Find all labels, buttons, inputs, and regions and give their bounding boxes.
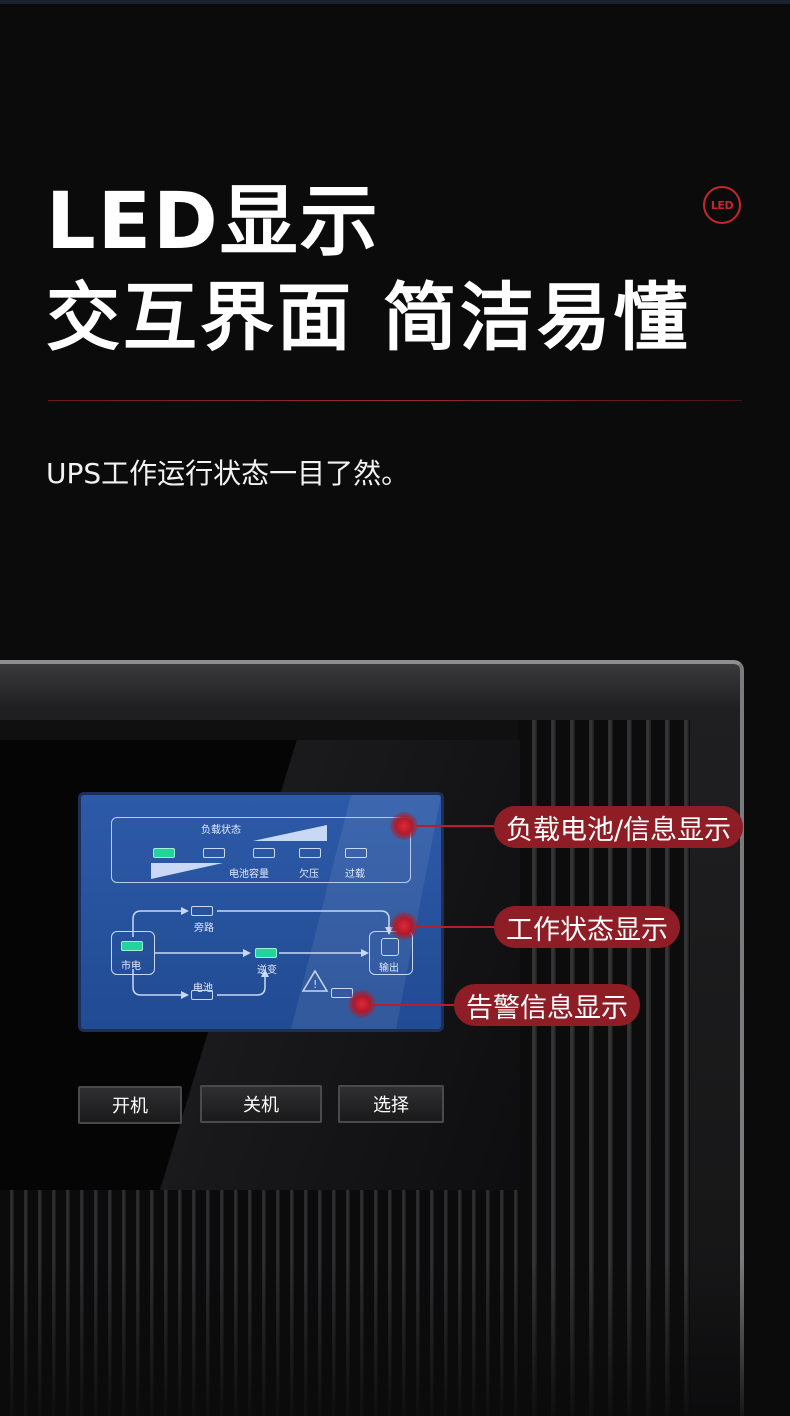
- divider: [48, 400, 742, 401]
- lcd-display: 负载状态 电池容量 欠压 过载: [78, 792, 444, 1032]
- load-status-label: 负载状态: [201, 825, 241, 836]
- callout-load-battery: 负载电池/信息显示: [494, 806, 744, 848]
- overload-indicator: [345, 848, 367, 858]
- power-on-button[interactable]: 开机: [78, 1086, 182, 1124]
- mains-node: [111, 931, 155, 975]
- callout-alarm-info: 告警信息显示: [454, 984, 640, 1026]
- bypass-indicator: [191, 906, 213, 916]
- load-indicator-on: [153, 848, 175, 858]
- select-button[interactable]: 选择: [338, 1085, 444, 1123]
- battery-level-wedge-icon: [151, 863, 223, 879]
- callout-working-status: 工作状态显示: [494, 906, 680, 948]
- description-text: UPS工作运行状态一目了然。: [46, 457, 410, 490]
- overload-label: 过载: [345, 869, 365, 880]
- svg-text:!: !: [313, 978, 317, 991]
- callout-line-alarm: [374, 1004, 456, 1006]
- callout-dot-load: [390, 812, 418, 840]
- led-logo-icon: LED: [703, 186, 741, 224]
- bottom-fade: [0, 1260, 790, 1416]
- top-bar: [0, 0, 790, 4]
- load-battery-section: [111, 817, 411, 883]
- output-label: 输出: [379, 963, 399, 974]
- power-off-button[interactable]: 关机: [200, 1085, 322, 1123]
- battery-label: 电池: [193, 983, 213, 994]
- inverter-indicator-on: [255, 948, 277, 958]
- undervoltage-indicator: [299, 848, 321, 858]
- battery-path-indicator: [191, 990, 213, 1000]
- page-title: LED显示: [46, 177, 380, 267]
- socket-icon: [381, 938, 399, 956]
- warning-icon: [301, 969, 329, 992]
- callout-line-load: [416, 825, 496, 827]
- power-flow-diagram: !: [132, 907, 393, 999]
- inverter-label: 逆变: [257, 965, 277, 976]
- callout-line-status: [416, 926, 496, 928]
- mains-label: 市电: [121, 961, 141, 972]
- callout-dot-status: [390, 912, 418, 940]
- callout-dot-alarm: [348, 990, 376, 1018]
- mains-indicator-on: [121, 941, 143, 951]
- bypass-label: 旁路: [194, 923, 214, 934]
- battery-indicator: [253, 848, 275, 858]
- ups-device: 负载状态 电池容量 欠压 过载: [0, 660, 790, 1416]
- load-level-wedge-icon: [253, 825, 327, 841]
- load-indicator: [203, 848, 225, 858]
- page-subheading: 交互界面 简洁易懂: [46, 275, 691, 361]
- undervoltage-label: 欠压: [299, 869, 319, 880]
- battery-capacity-label: 电池容量: [229, 869, 269, 880]
